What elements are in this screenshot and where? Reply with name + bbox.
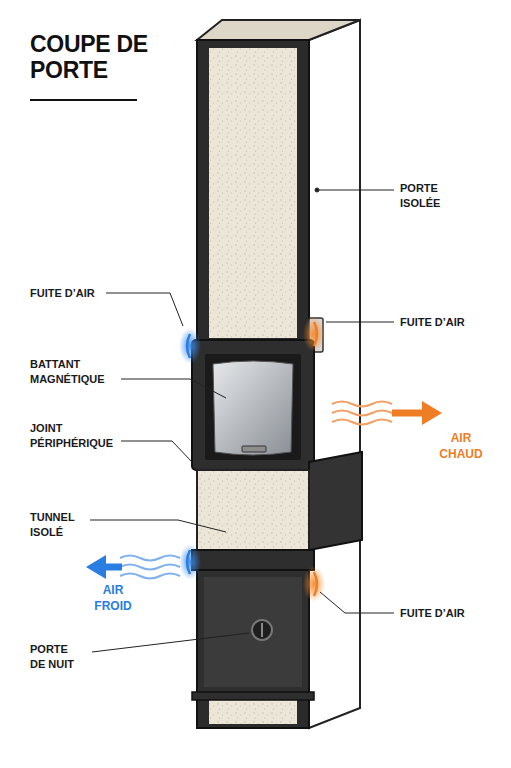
leader-line: [320, 592, 394, 613]
air-wave: [332, 411, 392, 416]
night-door: [192, 550, 314, 700]
warm-air-arrow: [332, 401, 442, 425]
flap-opening: [205, 354, 301, 460]
leader-line: [121, 379, 226, 398]
insulated-tunnel: [197, 452, 362, 550]
seal-frame: [192, 550, 314, 570]
leader-line: [92, 633, 249, 652]
tunnel-side: [309, 452, 362, 550]
leader-line: [121, 441, 192, 462]
leak-label: FUITE D’AIR: [400, 606, 465, 621]
lock-slot: [261, 623, 263, 637]
leader-dot: [315, 188, 319, 192]
lock-knob: [252, 620, 272, 640]
leak-mark: [187, 550, 190, 574]
airflow-label: AIR FROID: [86, 582, 140, 614]
leak-glow: [179, 544, 201, 580]
air-wave: [332, 420, 392, 425]
leader-line: [90, 520, 226, 532]
part-label: TUNNEL ISOLÉ: [30, 510, 90, 540]
leak-glow: [303, 566, 325, 602]
air-wave: [332, 402, 392, 407]
insulated-door: [197, 20, 360, 728]
arrow-shaft: [104, 564, 122, 571]
leak-mark: [314, 572, 317, 596]
leak-mark: [187, 334, 190, 358]
leak-label: FUITE D’AIR: [400, 315, 465, 330]
night-door-inset: [204, 577, 302, 687]
part-label: JOINT PÉRIPHÉRIQUE: [30, 421, 126, 451]
leader-line: [326, 322, 394, 323]
magnet-tab: [242, 446, 266, 452]
leader-line: [106, 293, 183, 326]
leak-label: FUITE D’AIR: [30, 286, 95, 301]
air-wave: [120, 574, 180, 579]
air-leaks: [179, 316, 325, 602]
title-underline: [30, 99, 137, 101]
magnetic-flap: [192, 340, 314, 470]
flap-panel: [213, 361, 293, 455]
part-label: PORTE ISOLÉE: [400, 181, 472, 211]
arrow-shaft: [392, 410, 424, 417]
door-insulation: [209, 48, 297, 338]
night-door-panel: [197, 570, 309, 694]
seal-frame: [192, 692, 314, 700]
door-side-face: [309, 20, 360, 728]
air-wave: [120, 565, 180, 570]
leak-glow: [179, 328, 201, 364]
air-wave: [120, 556, 180, 561]
airflow-label: AIR CHAUD: [432, 430, 490, 462]
flap-frame: [192, 340, 314, 470]
arrow-head: [422, 401, 442, 425]
part-label: BATTANT MAGNÉTIQUE: [30, 357, 116, 387]
leader-lines: [90, 188, 394, 652]
diagram-title: COUPE DE PORTE: [30, 32, 165, 84]
leak-glow: [303, 316, 325, 352]
leader-line: [319, 190, 394, 191]
door-frame: [197, 40, 309, 728]
part-label: PORTE DE NUIT: [30, 642, 86, 672]
leak-mark: [314, 322, 317, 346]
tunnel-insulation: [197, 470, 309, 550]
door-top-face: [197, 20, 360, 40]
arrow-head: [86, 555, 106, 579]
cold-air-arrow: [86, 555, 180, 579]
door-insulation: [209, 700, 297, 724]
